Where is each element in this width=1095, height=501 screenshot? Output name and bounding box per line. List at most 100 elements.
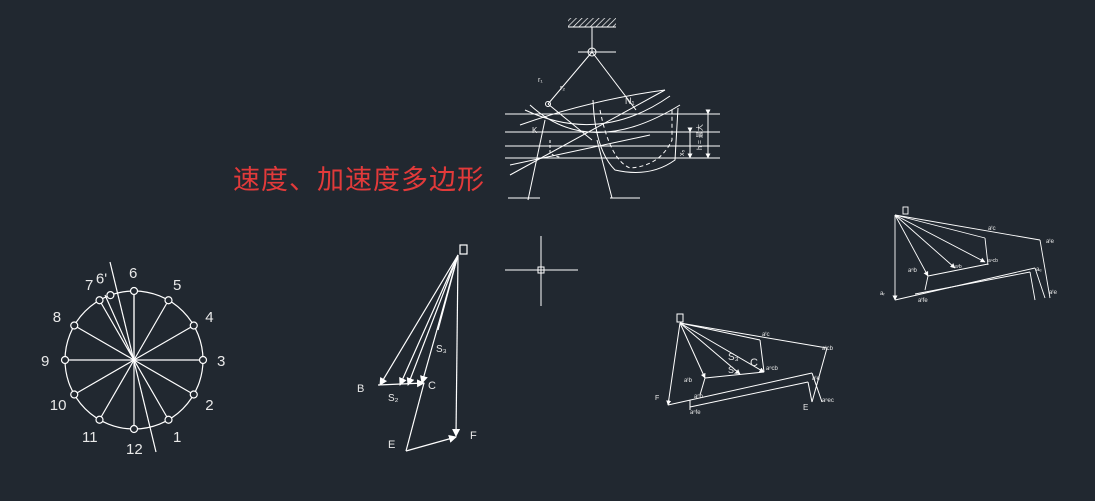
a1-v7 bbox=[704, 371, 765, 379]
a2-label-ab: aⁿb bbox=[908, 267, 918, 274]
velocity-label-e: E bbox=[388, 439, 395, 451]
accel1-pole-marker bbox=[676, 313, 684, 323]
a1-label-ab: aᵗb bbox=[684, 377, 693, 384]
vector-ef bbox=[405, 435, 457, 452]
crank-label: 5 bbox=[173, 277, 181, 294]
crank-spoke bbox=[133, 324, 195, 361]
vector-ps2b bbox=[406, 254, 459, 386]
crank-point bbox=[95, 296, 104, 305]
a1-label-acb: aᵗcb bbox=[822, 345, 834, 352]
a1-label-c: C bbox=[750, 357, 758, 369]
vector-ce bbox=[405, 382, 425, 452]
crosshair-cursor[interactable] bbox=[505, 236, 578, 306]
label-r1: r₁ bbox=[538, 77, 543, 84]
vector-bc bbox=[377, 379, 425, 388]
a1-v4 bbox=[666, 322, 681, 406]
a1-label-ancb: aⁿcb bbox=[766, 365, 779, 372]
arc-curve-3 bbox=[519, 89, 666, 126]
crank-label: 4 bbox=[205, 309, 213, 326]
a1-label-abn: aⁿb bbox=[694, 393, 704, 400]
a2-top bbox=[894, 214, 1041, 241]
crank-point bbox=[95, 415, 104, 424]
velocity-label-f: F bbox=[470, 430, 477, 442]
vector-ps2 bbox=[399, 254, 459, 386]
slider-right bbox=[596, 139, 613, 199]
crank-spoke bbox=[73, 324, 135, 361]
diag-line-2 bbox=[509, 134, 651, 166]
diagram-title: 速度、加速度多边形 bbox=[233, 165, 485, 196]
crank-points bbox=[60, 286, 208, 434]
a2-label-ae2: aᵗfe bbox=[918, 297, 928, 304]
label-x5: x₅ bbox=[679, 150, 686, 157]
a2-v1 bbox=[894, 214, 986, 239]
a1-v12 bbox=[807, 381, 813, 403]
a2-v12 bbox=[1029, 271, 1036, 301]
velocity-label-c: C bbox=[428, 380, 436, 392]
a2-v3 bbox=[894, 214, 986, 263]
a1-label-s3: S₃ bbox=[728, 352, 739, 363]
acceleration-polygon-1: S₃ C S₂ F E aᵗc aᵗcb aⁿcb aᵗb aⁿb aⁿfe a… bbox=[655, 313, 834, 416]
a1-v3 bbox=[679, 322, 706, 379]
a2-label-ac: aᵗc bbox=[988, 225, 996, 232]
crank-spoke bbox=[133, 299, 170, 361]
cam-profile bbox=[592, 99, 679, 173]
a2-label-af: aₑ bbox=[1036, 267, 1042, 273]
vector-pb bbox=[379, 254, 459, 386]
label-k: K bbox=[532, 126, 538, 135]
crank-spoke bbox=[73, 359, 135, 396]
a2-v4 bbox=[894, 214, 956, 269]
a2-label-abt: aᵗb bbox=[955, 264, 962, 270]
arc-curve-1 bbox=[529, 104, 681, 133]
label-r2: r₂ bbox=[560, 85, 565, 92]
vector-ps3 bbox=[437, 254, 459, 331]
a1-top bbox=[679, 322, 828, 349]
crank-label: 7 bbox=[85, 277, 93, 294]
a2-label-ae: aᵗe bbox=[1046, 238, 1055, 245]
a1-label-ae: aᵗe bbox=[812, 375, 821, 382]
crank-point bbox=[60, 355, 70, 365]
label-n1: N₁ bbox=[625, 96, 635, 106]
crank-spoke bbox=[98, 299, 135, 361]
crank-label: 3 bbox=[217, 353, 225, 370]
velocity-polygon: B C S₂ S₃ E F bbox=[357, 244, 477, 452]
accel2-pole-marker bbox=[902, 206, 909, 215]
a2-v7 bbox=[927, 263, 989, 277]
joint-a bbox=[545, 101, 551, 107]
a1-label-e: E bbox=[803, 403, 808, 412]
a1-label-s2: S₂ bbox=[728, 365, 738, 375]
dashed-profile bbox=[599, 109, 673, 169]
a2-label-ae3: aᵗe bbox=[1049, 289, 1058, 296]
vector-pf bbox=[452, 254, 461, 437]
crank-label: 11 bbox=[82, 429, 98, 446]
crank-point bbox=[164, 415, 173, 424]
velocity-label-s3: S₃ bbox=[436, 344, 447, 355]
a1-v1 bbox=[679, 322, 765, 373]
crank-spoke bbox=[98, 359, 135, 421]
crank-label: 12 bbox=[126, 441, 143, 458]
crank-label: 9 bbox=[41, 353, 49, 370]
a2-label-acb: aⁿcb bbox=[988, 258, 998, 264]
a2-v2 bbox=[984, 237, 989, 266]
fixed-support-hatch bbox=[568, 18, 616, 27]
a1-v2 bbox=[679, 322, 741, 375]
arc-curve-2 bbox=[524, 95, 671, 125]
a1-v10 bbox=[689, 381, 809, 408]
dashed-small bbox=[549, 140, 561, 158]
a2-v5 bbox=[894, 214, 929, 277]
crank-point bbox=[129, 286, 139, 296]
crank-label: 2 bbox=[205, 397, 213, 414]
diag-line bbox=[509, 89, 666, 176]
crank-point bbox=[129, 424, 139, 434]
a2-v11 bbox=[1034, 267, 1046, 299]
crank-label: 1 bbox=[173, 429, 181, 446]
crank-point bbox=[70, 390, 79, 399]
label-h: h = 最大 bbox=[695, 124, 704, 150]
a1-v8 bbox=[699, 377, 706, 396]
a1-label-aec: aⁿec bbox=[822, 397, 834, 404]
crank-point bbox=[198, 355, 208, 365]
crank-point bbox=[164, 296, 173, 305]
a2-label-ar: aᵣ bbox=[880, 291, 885, 297]
crank-point bbox=[106, 291, 115, 300]
